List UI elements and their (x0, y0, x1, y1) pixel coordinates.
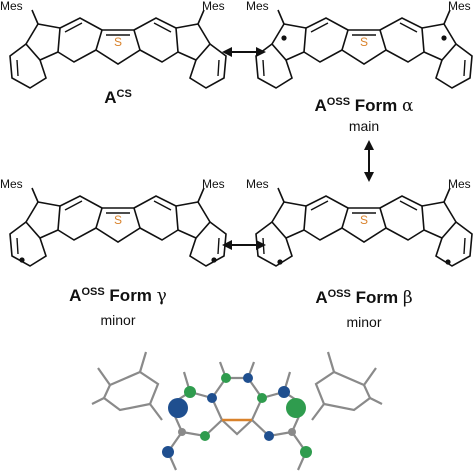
label-oss-beta: AOSS Form β (284, 288, 444, 308)
spin-lobe (286, 398, 306, 418)
label-alpha-form: Form (354, 96, 398, 115)
mes-label: Mes (448, 0, 471, 13)
label-gamma-greek: γ (156, 286, 167, 306)
mes-label: Mes (202, 0, 225, 13)
mes-label: Mes (0, 177, 23, 191)
subtitle-oss-beta: minor (346, 314, 382, 330)
sulfur-atom: S (360, 35, 368, 49)
radical-dot (211, 257, 217, 263)
label-gamma-form: Form (109, 286, 152, 305)
label-gamma-sup: OSS (81, 286, 105, 298)
label-alpha-sup: OSS (326, 96, 351, 108)
label-acs: ACS (78, 88, 158, 108)
label-beta-sup: OSS (327, 288, 351, 300)
mes-label: Mes (202, 177, 225, 191)
spin-lobe (168, 398, 188, 418)
resonance-arrow-right (364, 140, 374, 182)
sulfur-atom: S (114, 35, 122, 49)
spin-density-model (91, 351, 383, 471)
sulfur-atom: S (114, 213, 122, 227)
subtitle-oss-alpha: main (348, 118, 380, 134)
label-alpha-greek: α (402, 96, 414, 116)
mes-label: Mes (448, 177, 471, 191)
radical-dot (277, 259, 283, 265)
label-oss-alpha: AOSS Form α (284, 96, 444, 116)
mes-label: Mes (246, 177, 269, 191)
label-beta-name: A (315, 288, 328, 307)
label-alpha-name: A (314, 96, 327, 115)
radical-dot (441, 35, 447, 41)
label-gamma-name: A (69, 286, 82, 305)
radical-dot (19, 257, 25, 263)
label-beta-form: Form (355, 288, 399, 307)
radical-dot (445, 259, 451, 265)
resonance-arrow-middle (222, 240, 266, 250)
molecule-oss-alpha: Mes Mes S (246, 0, 473, 89)
resonance-arrow-top (222, 47, 266, 57)
label-acs-sup: CS (116, 88, 132, 100)
sulfur-atom: S (360, 213, 368, 227)
label-oss-gamma: AOSS Form γ (38, 286, 198, 306)
radical-dot (281, 35, 287, 41)
mes-label: Mes (0, 0, 23, 13)
molecule-oss-gamma: Mes Mes S (0, 177, 227, 267)
molecule-acs: Mes Mes S (0, 0, 227, 89)
mes-label: Mes (246, 0, 269, 13)
molecule-oss-beta: Mes Mes S (246, 177, 473, 267)
label-beta-greek: β (402, 288, 413, 308)
subtitle-oss-gamma: minor (100, 312, 136, 328)
label-acs-name: A (104, 88, 117, 107)
